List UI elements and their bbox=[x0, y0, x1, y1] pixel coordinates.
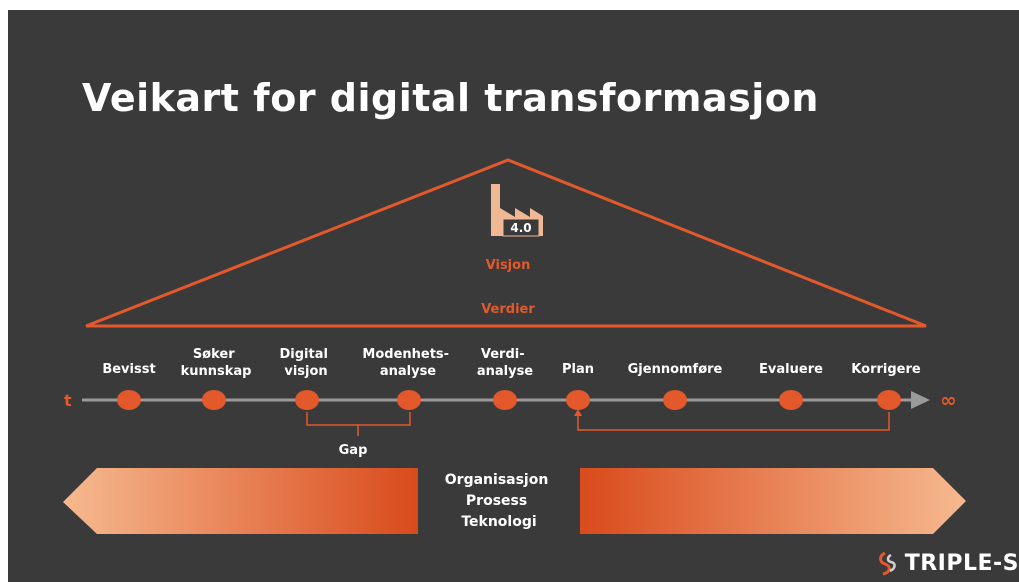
factory-icon-label: 4.0 bbox=[510, 221, 531, 235]
step-dot-plan bbox=[566, 390, 590, 410]
step-dot-verdianalyse bbox=[493, 390, 517, 410]
step-label-line: visjon bbox=[284, 364, 327, 379]
timeline-start-label: t bbox=[64, 391, 72, 410]
brand-logo: TRIPLE-S bbox=[877, 550, 1019, 576]
step-label-line: Plan bbox=[562, 362, 594, 377]
step-dot-evaluere bbox=[779, 390, 803, 410]
gap-bracket bbox=[306, 412, 411, 426]
organisation-label: Organisasjon bbox=[445, 472, 549, 488]
brand-name: TRIPLE-S bbox=[904, 550, 1019, 576]
step-dot-digital-visjon bbox=[295, 390, 319, 410]
values-label: Verdier bbox=[481, 302, 535, 317]
step-label-korrigere: Korrigere bbox=[851, 362, 921, 377]
step-label-line: Modenhets- bbox=[362, 347, 449, 362]
feedback-loop-bracket bbox=[577, 412, 890, 431]
triple-s-logo-icon bbox=[878, 551, 896, 576]
step-label-evaluere: Evaluere bbox=[759, 362, 823, 377]
step-label-soker-kunnskap: Søker kunnskap bbox=[181, 347, 252, 379]
step-label-line: Digital bbox=[280, 347, 328, 362]
step-dot-bevisst bbox=[117, 390, 141, 410]
page-title: Veikart for digital transformasjon bbox=[82, 76, 819, 120]
feedback-loop-arrowhead bbox=[574, 409, 582, 416]
roadmap-diagram: 4.0 Visjon Verdier t ∞ Bevisst Søker kun… bbox=[63, 158, 966, 534]
step-label-line: Verdi- bbox=[481, 347, 525, 362]
vision-label: Visjon bbox=[486, 258, 531, 273]
step-dot-modenhetsanalyse bbox=[397, 390, 421, 410]
bottom-center-labels: Organisasjon Prosess Teknologi bbox=[445, 472, 553, 530]
gap-label: Gap bbox=[339, 443, 368, 458]
step-label-bevisst: Bevisst bbox=[102, 362, 155, 377]
step-label-line: Bevisst bbox=[102, 362, 155, 377]
step-label-line: Søker bbox=[193, 347, 235, 362]
step-label-line: Korrigere bbox=[851, 362, 921, 377]
left-arrow-band bbox=[63, 468, 418, 534]
process-label: Prosess bbox=[466, 493, 527, 509]
timeline-end-label: ∞ bbox=[940, 388, 957, 412]
step-label-line: Gjennomføre bbox=[628, 362, 723, 377]
step-label-plan: Plan bbox=[562, 362, 594, 377]
step-label-line: Evaluere bbox=[759, 362, 823, 377]
timeline-arrowhead bbox=[911, 391, 930, 409]
slide: Veikart for digital transformasjon 4.0 V… bbox=[8, 10, 1019, 582]
step-dot-korrigere bbox=[877, 390, 901, 410]
step-dot-gjennomfore bbox=[663, 390, 687, 410]
step-label-verdianalyse: Verdi- analyse bbox=[477, 347, 533, 379]
step-label-line: analyse bbox=[477, 364, 533, 379]
step-label-line: kunnskap bbox=[181, 364, 252, 379]
step-label-digital-visjon: Digital visjon bbox=[280, 347, 333, 379]
right-arrow-band bbox=[580, 468, 966, 534]
pyramid-outline bbox=[85, 158, 927, 328]
step-label-modenhetsanalyse: Modenhets- analyse bbox=[362, 347, 453, 379]
factory-icon: 4.0 bbox=[491, 184, 543, 237]
technology-label: Teknologi bbox=[461, 514, 536, 530]
step-label-gjennomfore: Gjennomføre bbox=[628, 362, 723, 377]
step-label-line: analyse bbox=[380, 364, 436, 379]
step-dot-soker-kunnskap bbox=[202, 390, 226, 410]
